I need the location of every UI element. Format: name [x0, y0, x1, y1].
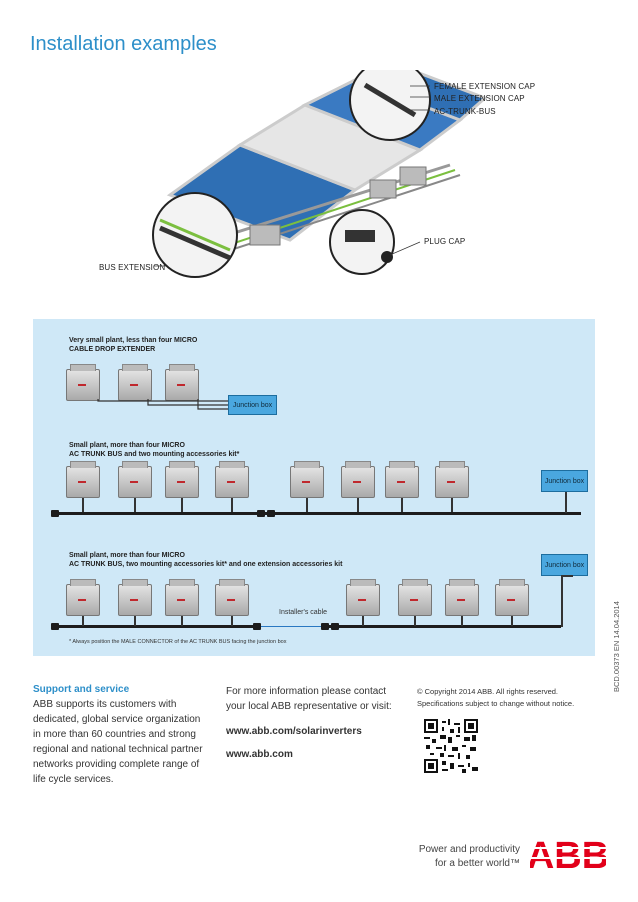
installers-cable-label: Installer's cable	[279, 609, 328, 616]
drop-line	[134, 616, 136, 626]
drop-line	[82, 616, 84, 626]
connector	[267, 510, 275, 517]
drop-line	[357, 498, 359, 512]
copyright: © Copyright 2014 ABB. All rights reserve…	[417, 687, 575, 708]
inverter	[341, 461, 375, 498]
drop-line	[362, 616, 364, 626]
document-code: BCD.00373 EN 14.04.2014	[612, 601, 621, 692]
callout-bus-extension: BUS EXTENSION	[99, 263, 166, 272]
junction-box: Junction box	[228, 395, 277, 415]
section1-title: Very small plant, less than four MICRO C…	[69, 337, 198, 353]
inverter	[66, 461, 100, 498]
footnote: * Always position the MALE CONNECTOR of …	[69, 639, 287, 645]
abb-logo-mark: ABB	[527, 835, 609, 877]
drop-line	[181, 616, 183, 626]
drop-line	[511, 616, 513, 626]
inverter	[215, 461, 249, 498]
trunk-bus	[51, 512, 581, 515]
inverter	[346, 579, 380, 616]
drop-line	[306, 498, 308, 512]
drop-line	[181, 498, 183, 512]
inverter	[385, 461, 419, 498]
inverter	[165, 461, 199, 498]
drop-line	[461, 616, 463, 626]
support-heading: Support and service	[33, 684, 130, 695]
junction-box: Junction box	[541, 470, 588, 492]
inverter	[495, 579, 529, 616]
svg-text:ABB: ABB	[530, 835, 606, 873]
installers-cable	[261, 626, 321, 627]
extension-cap-zoom	[349, 70, 431, 141]
drop-line	[134, 498, 136, 512]
drop-line	[231, 498, 233, 512]
qr-code[interactable]	[424, 719, 478, 773]
inverter	[66, 364, 100, 401]
inverter	[118, 461, 152, 498]
info-text: For more information please contact your…	[226, 686, 392, 712]
connector	[257, 510, 265, 517]
bus-riser	[561, 577, 563, 627]
inverter	[66, 579, 100, 616]
connector	[331, 623, 339, 630]
inverter	[398, 579, 432, 616]
inverter	[445, 579, 479, 616]
callout-trunk-bus: AC-TRUNK-BUS	[434, 107, 496, 116]
section3-title: Small plant, more than four MICRO AC TRU…	[69, 552, 343, 568]
drop-line	[414, 616, 416, 626]
drop-line	[401, 498, 403, 512]
info-block: For more information please contact your…	[226, 684, 406, 760]
support-text: ABB supports its customers with dedicate…	[33, 699, 203, 785]
drop-line	[231, 616, 233, 626]
inverter	[435, 461, 469, 498]
inverter	[165, 579, 199, 616]
bus-riser	[561, 575, 573, 577]
trunk-bus	[51, 625, 261, 628]
drop-cables	[97, 399, 228, 410]
diagrams-panel: Very small plant, less than four MICRO C…	[33, 319, 595, 656]
connector	[321, 623, 329, 630]
drop-line	[565, 491, 567, 513]
tagline: Power and productivity for a better worl…	[418, 844, 520, 869]
page-title: Installation examples	[30, 33, 217, 55]
inverter	[215, 579, 249, 616]
connector	[51, 623, 59, 630]
drop-line	[82, 498, 84, 512]
installation-illustration	[152, 70, 488, 278]
abb-logo: ABB	[527, 835, 609, 877]
inverter	[290, 461, 324, 498]
section2-title: Small plant, more than four MICRO AC TRU…	[69, 442, 240, 458]
connector	[51, 510, 59, 517]
callout-male-cap: MALE EXTENSION CAP	[434, 94, 525, 103]
connector	[253, 623, 261, 630]
link-abb[interactable]: www.abb.com	[226, 749, 293, 760]
inverter	[118, 579, 152, 616]
support-block: Support and service ABB supports its cus…	[33, 684, 213, 787]
junction-box: Junction box	[541, 554, 588, 576]
callout-female-cap: FEMALE EXTENSION CAP	[434, 82, 536, 91]
drop-line	[451, 498, 453, 512]
trunk-bus	[321, 625, 561, 628]
callout-plug-cap: PLUG CAP	[424, 237, 466, 246]
link-solarinverters[interactable]: www.abb.com/solarinverters	[226, 726, 362, 737]
